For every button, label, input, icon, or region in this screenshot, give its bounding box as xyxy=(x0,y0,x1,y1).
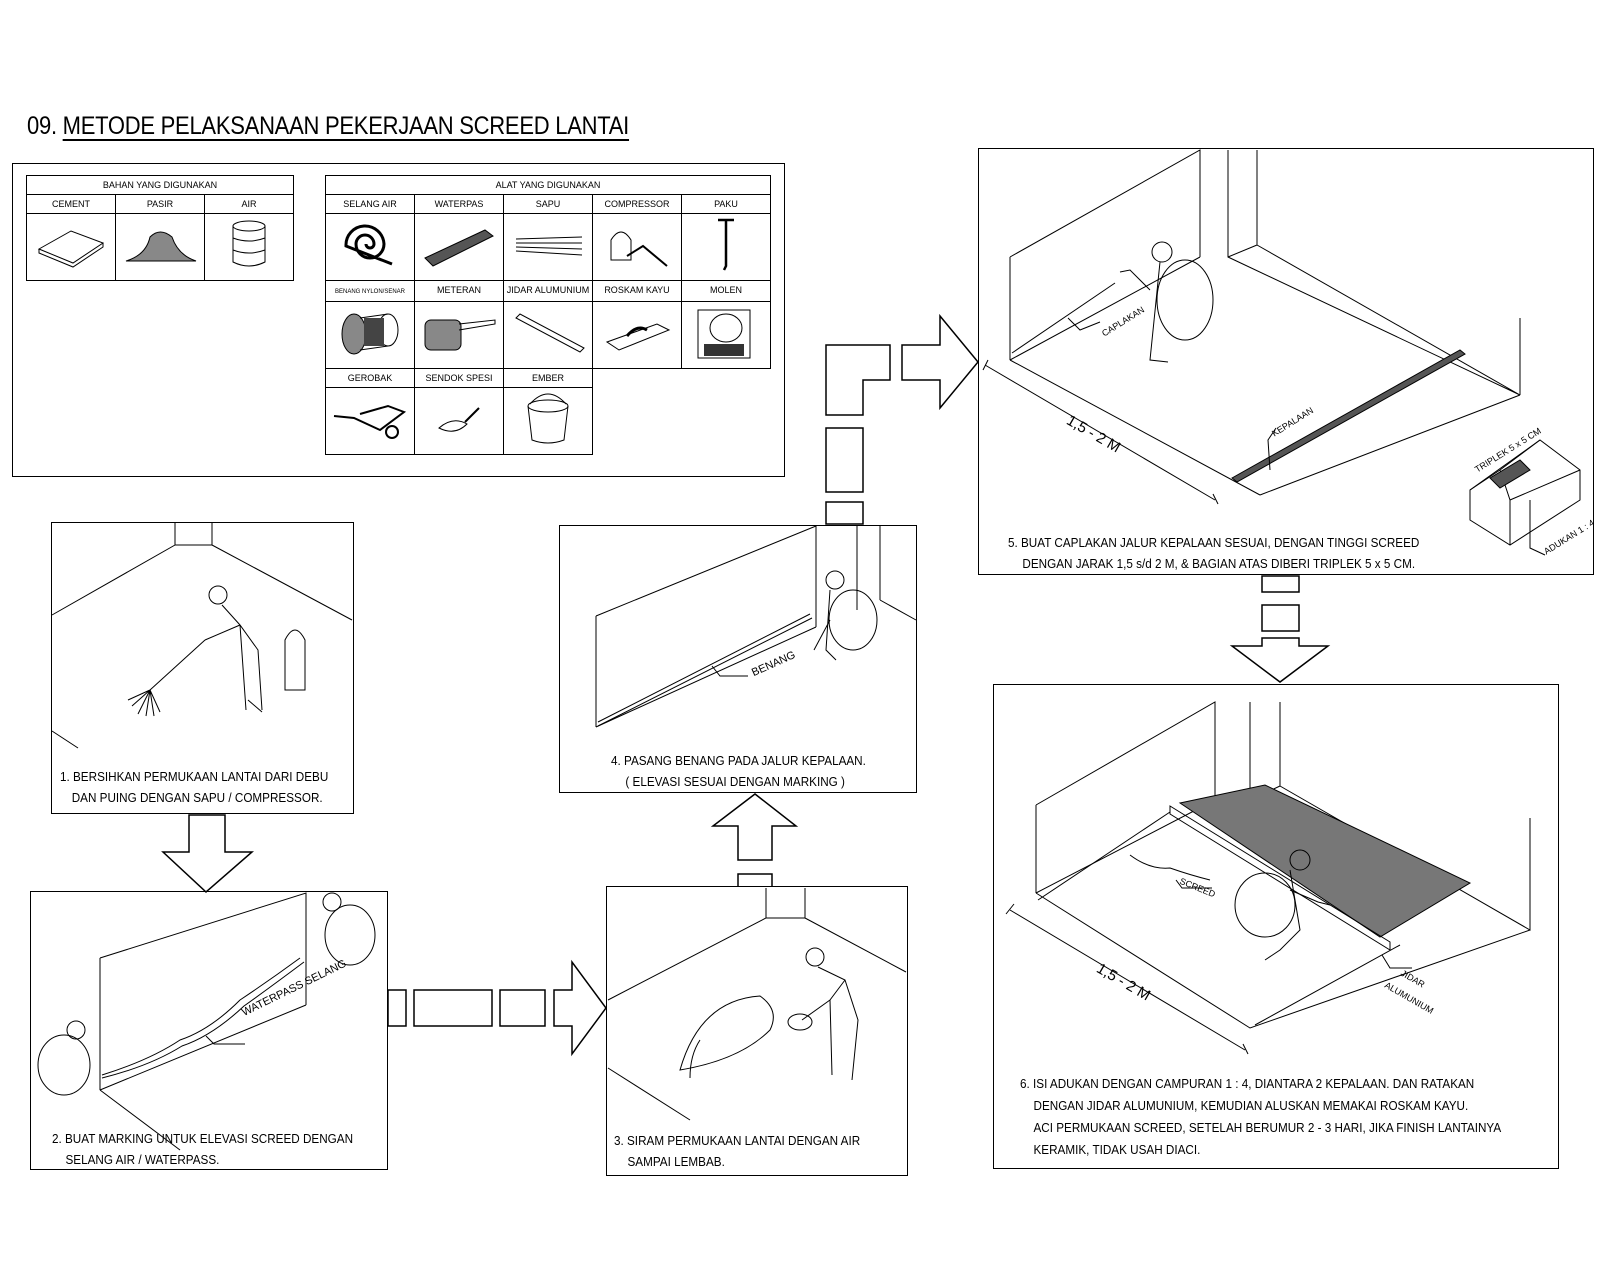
arrow-step4-segment-2 xyxy=(825,427,864,493)
materials-table: BAHAN YANG DIGUNAKAN CEMENT PASIR AIR xyxy=(25,175,295,281)
step-6-line-1: 6. ISI ADUKAN DENGAN CAMPURAN 1 : 4, DIA… xyxy=(1020,1076,1475,1091)
nail-icon xyxy=(680,213,772,281)
arrow-step2-to-step3 xyxy=(553,959,607,1057)
step-3-line-1: 3. SIRAM PERMUKAAN LANTAI DENGAN AIR xyxy=(614,1133,861,1148)
arrow-step2-segment-3 xyxy=(499,989,546,1027)
step-3-panel xyxy=(606,886,908,1176)
arrow-step2-segment-1 xyxy=(387,989,407,1027)
arrow-step4-to-step5 xyxy=(901,313,979,411)
step-2-line-2: SELANG AIR / WATERPASS. xyxy=(65,1152,220,1167)
hose-coil-icon xyxy=(325,213,415,281)
concrete-mixer-icon xyxy=(680,301,772,369)
step-6-caption: 6. ISI ADUKAN DENGAN CAMPURAN 1 : 4, DIA… xyxy=(1020,1073,1501,1161)
step-6-panel xyxy=(993,684,1559,1169)
water-drum-icon xyxy=(203,213,295,281)
broom-icon xyxy=(503,213,593,281)
title-text: METODE PELAKSANAAN PEKERJAAN SCREED LANT… xyxy=(62,112,630,140)
arrow-step4-corner xyxy=(825,344,891,416)
compressor-icon xyxy=(592,213,682,281)
arrow-step5-to-step6 xyxy=(1229,637,1331,683)
wheelbarrow-icon xyxy=(325,387,415,455)
measuring-tape-icon xyxy=(414,301,504,369)
step-3-line-2: SAMPAI LEMBAB. xyxy=(627,1154,725,1169)
step-6-line-3: ACI PERMUKAAN SCREED, SETELAH BERUMUR 2 … xyxy=(1033,1120,1502,1135)
aluminium-straightedge-icon xyxy=(503,301,593,369)
step-6-line-4: KERAMIK, TIDAK USAH DIACI. xyxy=(1033,1142,1201,1157)
step-1-line-2: DAN PUING DENGAN SAPU / COMPRESSOR. xyxy=(71,790,323,805)
cement-bag-icon xyxy=(26,213,116,281)
thread-spool-icon xyxy=(325,301,415,369)
step-5-line-2: DENGAN JARAK 1,5 s/d 2 M, & BAGIAN ATAS … xyxy=(1022,556,1416,571)
arrow-step4-segment-1 xyxy=(825,501,864,525)
arrow-step3-to-step4 xyxy=(710,793,799,886)
step-5-caption: 5. BUAT CAPLAKAN JALUR KEPALAAN SESUAI, … xyxy=(1008,532,1419,574)
step-6-line-2: DENGAN JIDAR ALUMUNIUM, KEMUDIAN ALUSKAN… xyxy=(1033,1098,1469,1113)
page-title: 09. METODE PELAKSANAAN PEKERJAAN SCREED … xyxy=(27,112,629,141)
step-2-line-1: 2. BUAT MARKING UNTUK ELEVASI SCREED DEN… xyxy=(52,1131,354,1146)
arrow-step1-to-step2 xyxy=(161,814,255,894)
title-number: 09. xyxy=(27,112,57,140)
spirit-level-icon xyxy=(414,213,504,281)
step-5-line-1: 5. BUAT CAPLAKAN JALUR KEPALAAN SESUAI, … xyxy=(1008,535,1420,550)
step-1-line-1: 1. BERSIHKAN PERMUKAAN LANTAI DARI DEBU xyxy=(60,769,329,784)
step-3-caption: 3. SIRAM PERMUKAAN LANTAI DENGAN AIR SAM… xyxy=(614,1130,860,1172)
step-2-caption: 2. BUAT MARKING UNTUK ELEVASI SCREED DEN… xyxy=(52,1128,353,1170)
bucket-icon xyxy=(503,387,593,455)
trowel-icon xyxy=(414,387,504,455)
step-1-panel xyxy=(51,522,354,814)
step-1-caption: 1. BERSIHKAN PERMUKAAN LANTAI DARI DEBU … xyxy=(60,766,328,808)
tools-table: ALAT YANG DIGUNAKAN SELANG AIR WATERPAS … xyxy=(324,175,772,455)
step-2-panel xyxy=(30,891,388,1170)
step-4-line-1: 4. PASANG BENANG PADA JALUR KEPALAAN. xyxy=(611,753,866,768)
arrow-step5-segment-2 xyxy=(1261,604,1300,632)
arrow-step2-segment-2 xyxy=(413,989,493,1027)
step-4-line-2: ( ELEVASI SESUAI DENGAN MARKING ) xyxy=(625,774,845,789)
step-4-caption: 4. PASANG BENANG PADA JALUR KEPALAAN. ( … xyxy=(611,750,866,792)
arrow-step5-segment-1 xyxy=(1261,575,1300,593)
